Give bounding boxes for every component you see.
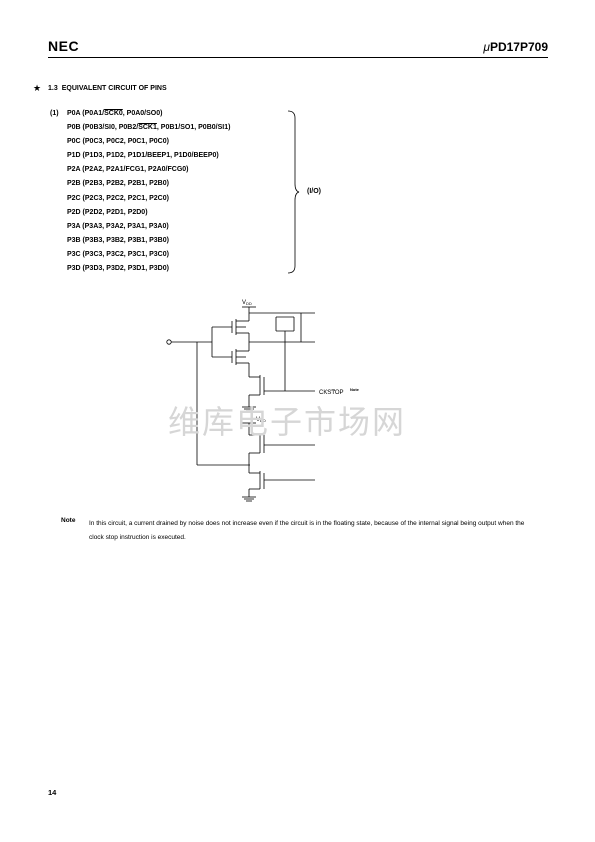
pin-list: P0A (P0A1/SCK0, P0A0/SO0)P0B (P0B3/SI0, … (67, 110, 230, 279)
note-label: Note (61, 517, 76, 524)
pin-text: P2C (P2C3, P2C2, P2C1, P2C0) (67, 194, 169, 202)
pin-entry: P2C (P2C3, P2C2, P2C1, P2C0) (67, 195, 230, 209)
overlined-signal: SCK0 (104, 110, 123, 117)
pin-entry: P2D (P2D2, P2D1, P2D0) (67, 209, 230, 223)
pin-entry: P2A (P2A2, P2A1/FCG1, P2A0/FCG0) (67, 166, 230, 180)
page-number: 14 (48, 788, 57, 797)
pin-entry: P3D (P3D3, P3D2, P3D1, P3D0) (67, 265, 230, 279)
pin-text: P3D (P3D3, P3D2, P3D1, P3D0) (67, 265, 169, 273)
pin-group-brace (287, 110, 300, 274)
pin-entry: P3C (P3C3, P3C2, P3C1, P3C0) (67, 251, 230, 265)
header-rule (48, 57, 548, 58)
pin-entry: P1D (P1D3, P1D2, P1D1/BEEP1, P1D0/BEEP0) (67, 152, 230, 166)
pin-text: , P0B1/SO1, P0B0/SI1) (156, 124, 231, 132)
nec-logo: NEC (48, 38, 80, 54)
part-number-text: PD17P709 (489, 40, 548, 54)
watermark: 维库电子市场网 (168, 403, 407, 441)
pin-text: P3C (P3C3, P3C2, P3C1, P3C0) (67, 250, 169, 258)
pin-text: P3A (P3A3, P3A2, P3A1, P3A0) (67, 222, 169, 230)
vdd-label-mid: VDD (256, 417, 266, 423)
pin-entry: P3A (P3A3, P3A2, P3A1, P3A0) (67, 223, 230, 237)
overlined-signal: SCK1 (138, 124, 157, 132)
pin-text: P2A (P2A2, P2A1/FCG1, P2A0/FCG0) (67, 166, 189, 174)
pin-text: , P0A0/SO0) (122, 110, 163, 117)
pin-text: P3B (P3B3, P3B2, P3B1, P3B0) (67, 236, 169, 244)
pin-entry: P0C (P0C3, P0C2, P0C1, P0C0) (67, 138, 230, 152)
note-text: In this circuit, a current drained by no… (89, 520, 525, 541)
pin-text: P0B (P0B3/SI0, P0B2/ (67, 124, 139, 132)
pin-text: P2B (P2B3, P2B2, P2B1, P2B0) (67, 180, 169, 188)
pin-entry: P2B (P2B3, P2B2, P2B1, P2B0) (67, 180, 230, 194)
ckstop-label: CKSTOP (319, 390, 344, 396)
pin-text: P0A (P0A1/ (67, 110, 105, 117)
circuit-wires (166, 306, 315, 502)
part-number: μPD17P709 (483, 40, 548, 54)
ckstop-note-label: Note (350, 387, 360, 392)
mu-prefix: μ (483, 40, 490, 54)
section-number: 1.3 (48, 85, 58, 92)
pin-entry: P0A (P0A1/SCK0, P0A0/SO0) (67, 110, 230, 124)
section-title: EQUIVALENT CIRCUIT OF PINS (61, 85, 167, 92)
io-label: (I/O) (307, 188, 321, 195)
pin-entry: P3B (P3B3, P3B2, P3B1, P3B0) (67, 237, 230, 251)
pin-text: P0C (P0C3, P0C2, P0C1, P0C0) (67, 138, 169, 146)
pin-text: P2D (P2D2, P2D1, P2D0) (67, 208, 148, 216)
pin-text: P1D (P1D3, P1D2, P1D1/BEEP1, P1D0/BEEP0) (67, 152, 219, 160)
vdd-label-top: VDD (242, 300, 252, 306)
revision-star-icon: ★ (33, 83, 42, 93)
equivalent-circuit-diagram: VDD VDD CKSTOP Note (166, 300, 360, 502)
item-number: (1) (50, 110, 59, 117)
input-pin-terminal (166, 339, 172, 345)
pin-entry: P0B (P0B3/SI0, P0B2/SCK1, P0B1/SO1, P0B0… (67, 124, 230, 138)
